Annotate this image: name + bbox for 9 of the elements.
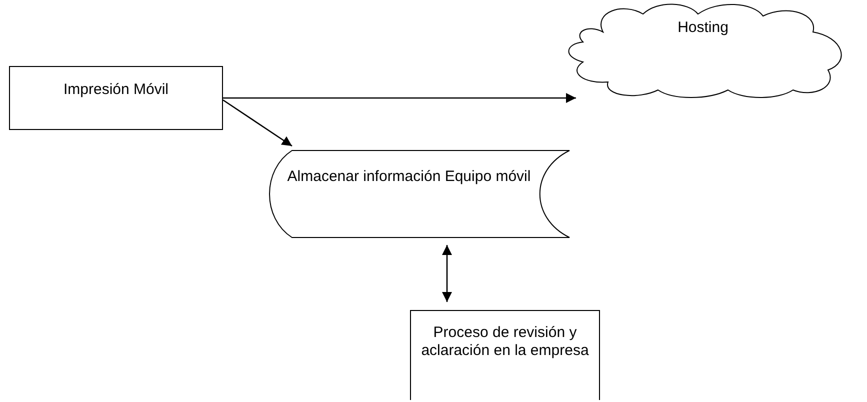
node-label: Hosting (676, 19, 730, 37)
node-label: Almacenar información Equipo móvil (286, 168, 532, 186)
process-box (410, 310, 600, 400)
arrow (222, 99, 292, 147)
arrow (442, 245, 452, 302)
process-box (9, 66, 223, 130)
arrow (223, 93, 576, 103)
node-label: Proceso de revisión y aclaración en la empresa (420, 324, 590, 360)
node-label: Impresión Móvil (62, 81, 170, 99)
